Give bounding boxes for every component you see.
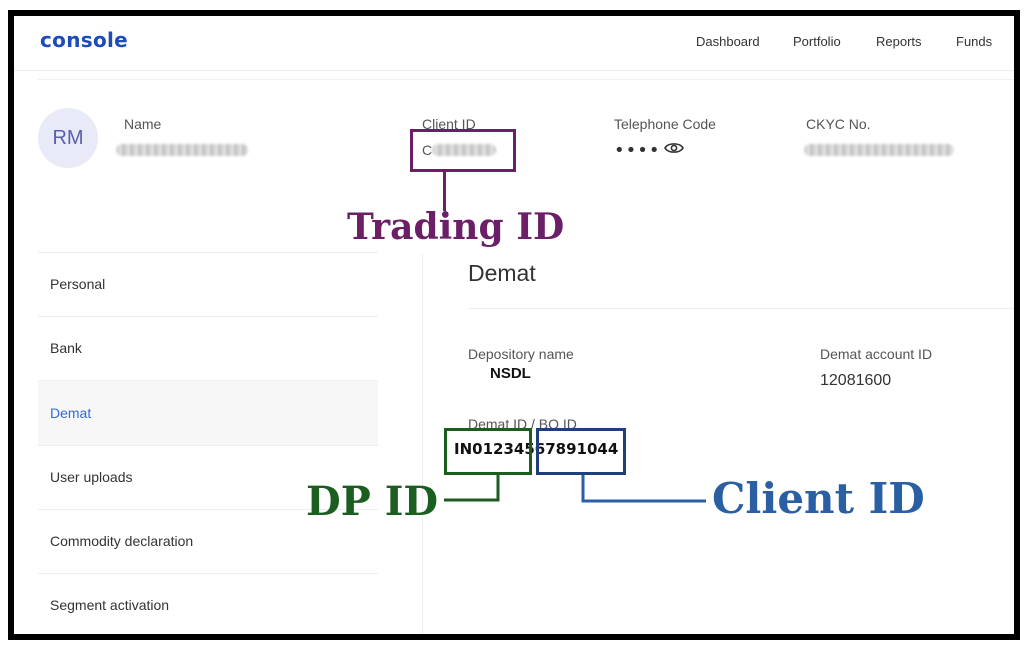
avatar: RM bbox=[38, 108, 98, 168]
dp-id-annotation: DP ID bbox=[306, 478, 439, 525]
annotation-connectors bbox=[444, 475, 706, 503]
demat-account-id-label: Demat account ID bbox=[820, 346, 933, 362]
client-id-label: Client ID bbox=[422, 116, 476, 132]
sidebar-item-commodity-declaration[interactable]: Commodity declaration bbox=[50, 533, 194, 549]
section-title: Demat bbox=[468, 260, 536, 286]
nav-reports[interactable]: Reports bbox=[876, 34, 922, 49]
nav-dashboard[interactable]: Dashboard bbox=[696, 34, 760, 49]
top-navbar: console Dashboard Portfolio Reports Fund… bbox=[14, 16, 1014, 71]
sidebar-item-personal[interactable]: Personal bbox=[50, 276, 106, 292]
name-label: Name bbox=[124, 116, 162, 132]
client-id-annotation: Client ID bbox=[712, 474, 925, 523]
nav-portfolio[interactable]: Portfolio bbox=[793, 34, 841, 49]
trading-id-connector bbox=[443, 172, 446, 211]
nav-funds[interactable]: Funds bbox=[956, 34, 993, 49]
demat-account-id-value: 12081600 bbox=[820, 372, 892, 389]
ckyc-value-redacted bbox=[804, 144, 954, 156]
content-divider-vertical bbox=[422, 254, 423, 634]
sidebar-divider bbox=[38, 252, 378, 253]
sidebar-item-bank[interactable]: Bank bbox=[50, 340, 82, 356]
sidebar-divider bbox=[38, 445, 378, 446]
client-id-connector bbox=[581, 475, 706, 503]
ckyc-label: CKYC No. bbox=[806, 116, 871, 132]
depository-name-value: NSDL bbox=[490, 365, 531, 382]
sidebar-item-segment-activation[interactable]: Segment activation bbox=[50, 597, 170, 613]
sidebar-divider bbox=[38, 316, 378, 317]
client-id-first-char: C bbox=[422, 142, 433, 158]
sidebar-divider bbox=[38, 380, 378, 381]
screenshot-frame: console Dashboard Portfolio Reports Fund… bbox=[8, 10, 1020, 640]
app-logo[interactable]: console bbox=[40, 28, 128, 52]
dp-id-connector bbox=[444, 475, 500, 502]
sidebar-item-demat[interactable]: Demat bbox=[38, 381, 378, 445]
client-id-highlight-box bbox=[536, 428, 626, 475]
name-value-redacted bbox=[116, 144, 248, 156]
sidebar-divider bbox=[38, 509, 378, 510]
trading-id-highlight-box bbox=[410, 129, 516, 172]
depository-name-label: Depository name bbox=[468, 346, 574, 362]
dp-id-highlight-box bbox=[444, 428, 532, 475]
client-id-value-redacted bbox=[432, 144, 496, 156]
sidebar-item-user-uploads[interactable]: User uploads bbox=[50, 469, 133, 485]
trading-id-annotation: Trading ID bbox=[347, 206, 565, 248]
telephone-code-masked: •••• bbox=[614, 140, 661, 161]
sidebar-divider bbox=[38, 573, 378, 574]
section-divider bbox=[468, 308, 1014, 309]
header-divider bbox=[38, 79, 1014, 80]
telephone-code-label: Telephone Code bbox=[614, 116, 716, 132]
eye-icon[interactable] bbox=[664, 141, 684, 155]
